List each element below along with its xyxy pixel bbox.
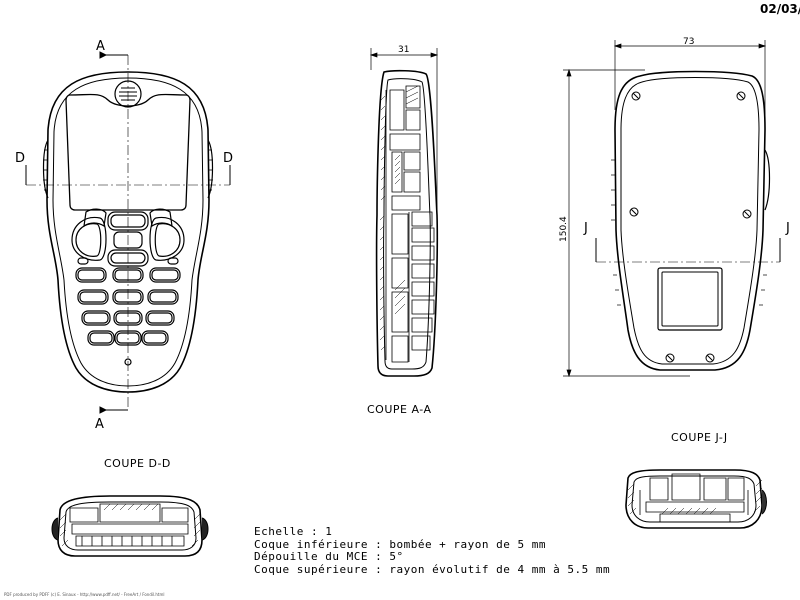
note-lower-shell: Coque inférieure : bombée + rayon de 5 m… [254,537,547,551]
section-j-right-label: J [785,221,790,236]
side-section-view [371,48,437,376]
side-hatching [380,86,418,350]
section-dd-outline [58,496,202,556]
side-internal-components [386,86,434,362]
section-dd-caption: COUPE D-D [104,457,171,470]
back-section-caption: COUPE J-J [671,431,728,444]
section-j-left-label: J [583,221,588,236]
side-dimension-width [371,48,437,210]
pdf-footer: PDF produced by PDFF (c) E. Sinaux - htt… [4,592,165,597]
drawing-notes: Echelle : 1 Coque inférieure : bombée + … [254,525,611,576]
section-jj-outline [626,470,762,528]
note-draft-angle: Dépouille du MCE : 5° [254,550,404,563]
back-grip-ribs [611,160,767,305]
drawing-date: 02/03/ [760,2,800,16]
section-a-top-label: A [96,39,105,54]
side-outline [377,71,438,376]
front-left-grip [44,140,49,198]
section-a-bottom-label: A [95,417,104,432]
front-nav-keys [72,209,184,266]
back-dimension-height-label: 150.4 [559,216,569,242]
section-line-dd [26,165,230,185]
front-right-grip [208,140,213,198]
section-dd-view [52,496,208,556]
back-battery-cover [658,268,722,330]
front-grip-ribs [43,150,213,190]
section-line-jj [596,238,780,262]
front-view [26,52,230,413]
back-dimension-width [615,40,765,120]
back-shell-outline [615,72,765,371]
note-scale: Echelle : 1 [254,525,333,538]
back-view [563,40,780,376]
section-line-aa [100,52,128,413]
back-right-grip [765,150,770,210]
side-dimension-width-label: 31 [398,45,409,55]
section-jj-view [626,470,767,528]
section-d-right-label: D [223,151,233,166]
back-dimension-width-label: 73 [683,37,694,47]
section-d-left-label: D [15,151,25,166]
side-section-caption: COUPE A-A [367,403,432,416]
note-upper-shell: Coque supérieure : rayon évolutif de 4 m… [254,562,611,576]
back-screws [630,92,751,362]
back-dimension-height [563,70,690,376]
front-screen [66,94,190,210]
